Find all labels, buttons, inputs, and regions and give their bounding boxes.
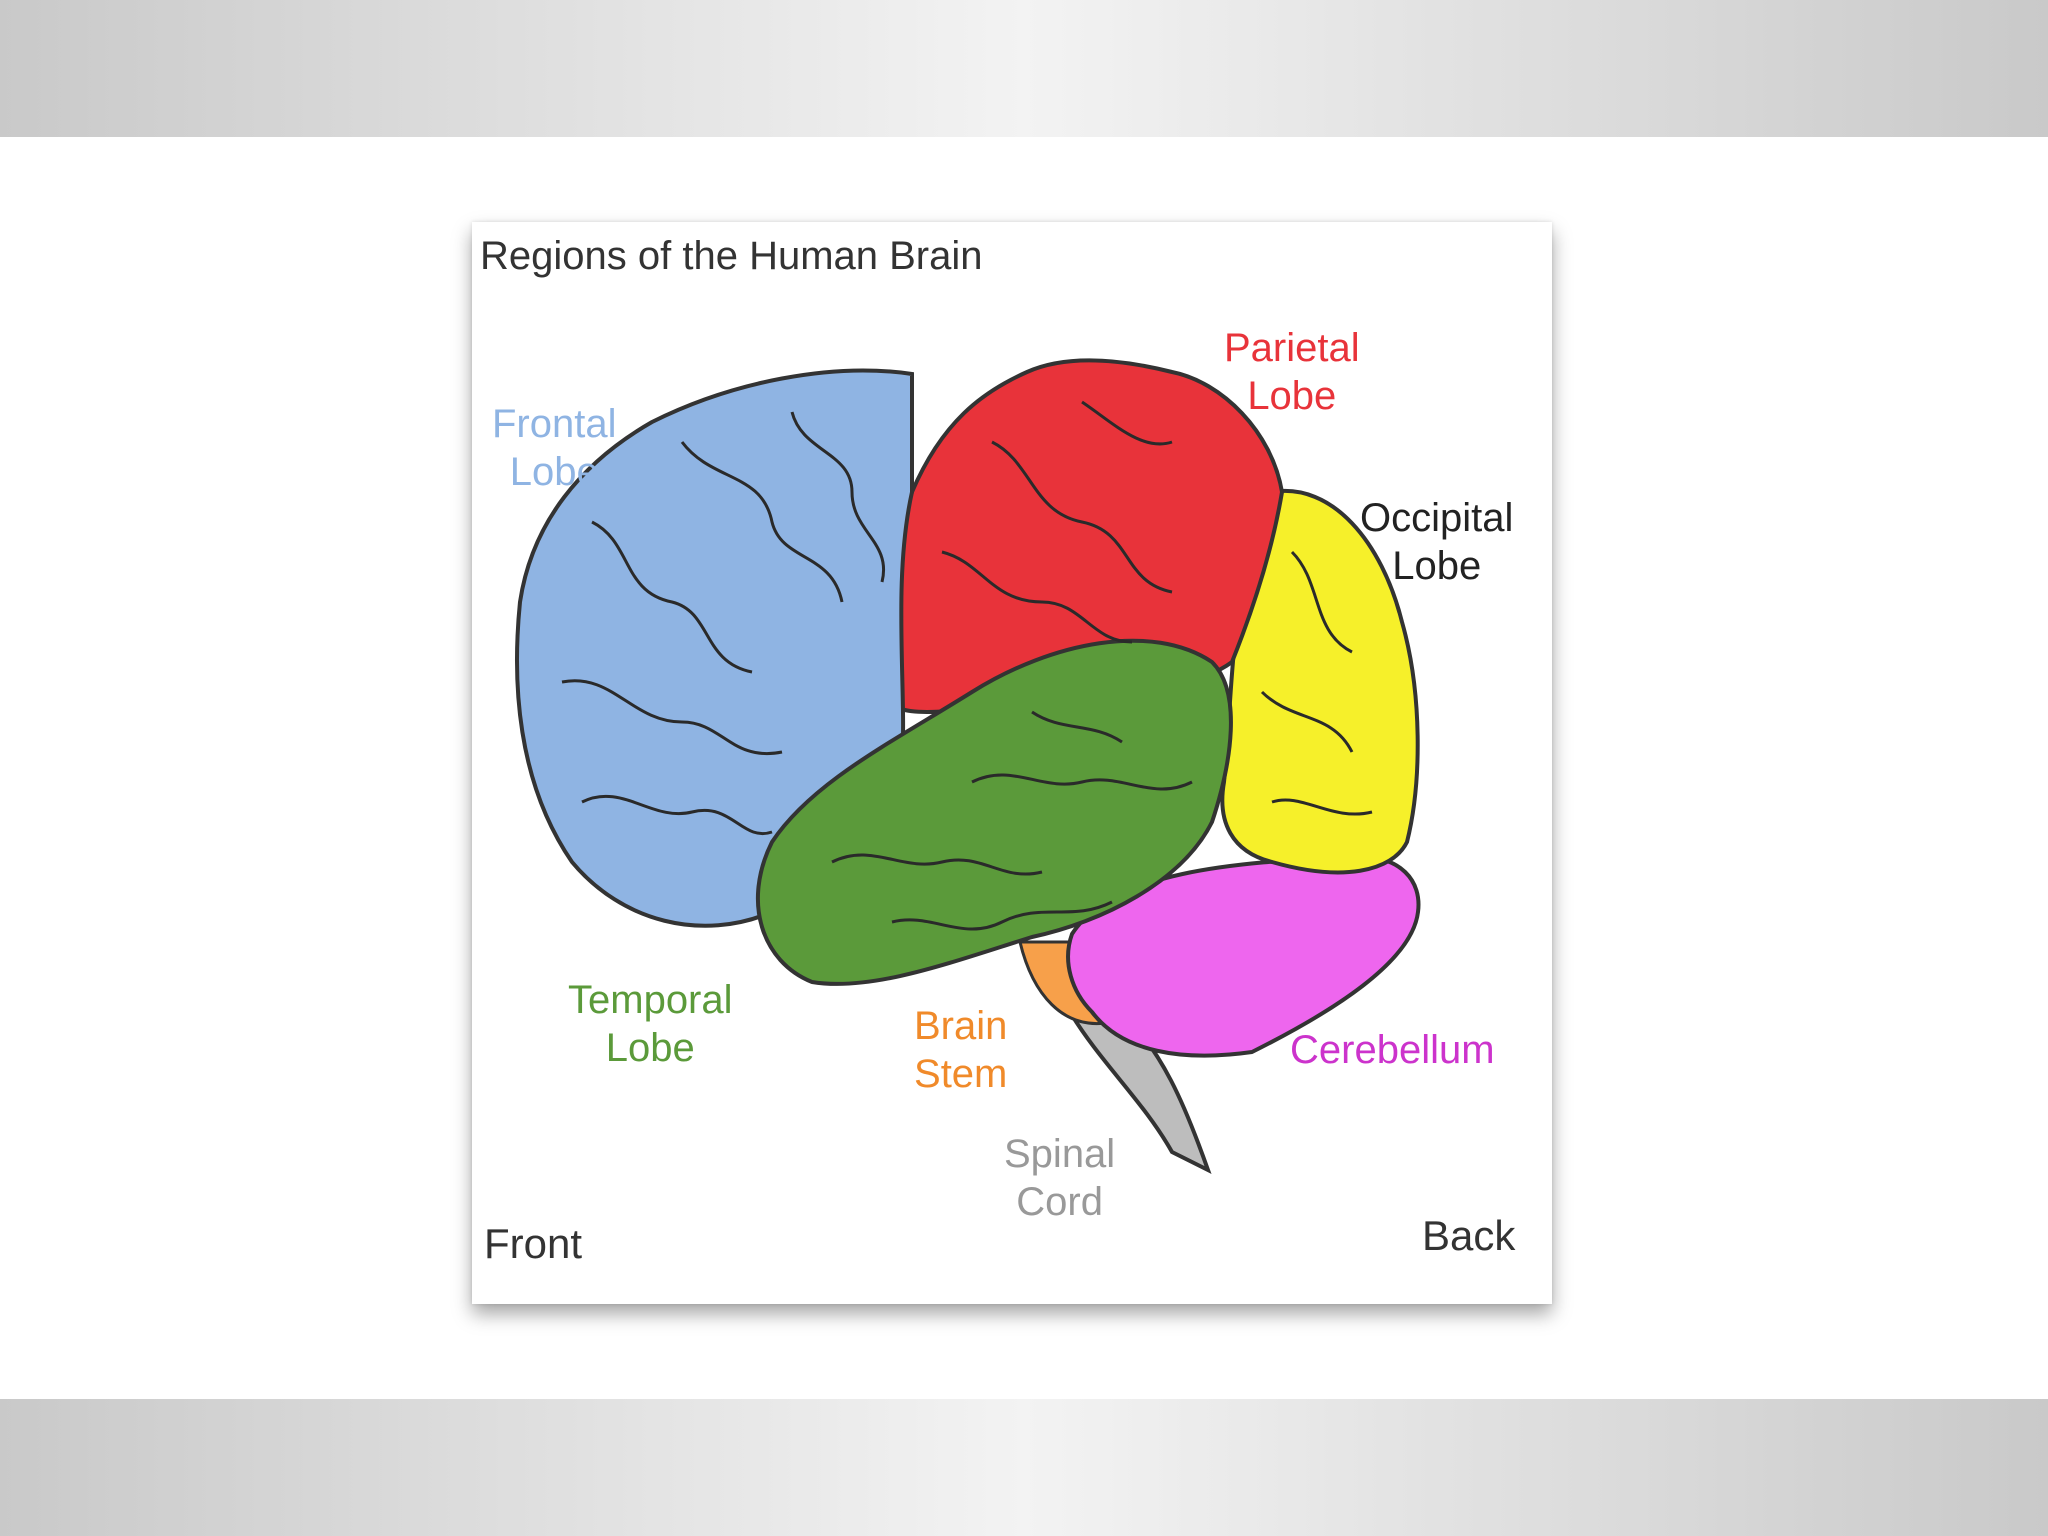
orientation-front-label: Front xyxy=(484,1220,583,1267)
label-cerebellum: Cerebellum xyxy=(1290,1028,1495,1072)
label-spinal-cord: Spinal Cord xyxy=(1004,1132,1116,1224)
bottom-gradient-band xyxy=(0,1399,2048,1536)
cerebellum-shape xyxy=(1066,854,1421,1058)
diagram-title: Regions of the Human Brain xyxy=(480,234,983,278)
brain-sulci-lines xyxy=(561,400,1373,931)
brain-illustration xyxy=(514,358,1421,1175)
label-brain-stem: Brain Stem xyxy=(914,1004,1008,1096)
brain-diagram-card: Regions of the Human Brain Frontal Lobe … xyxy=(472,222,1552,1304)
orientation-back-label: Back xyxy=(1422,1212,1516,1259)
label-temporal-lobe: Temporal Lobe xyxy=(568,978,733,1070)
temporal-lobe-shape xyxy=(756,638,1233,986)
top-gradient-band xyxy=(0,0,2048,137)
label-parietal-lobe: Parietal Lobe xyxy=(1224,326,1360,418)
label-occipital-lobe: Occipital Lobe xyxy=(1360,496,1514,588)
label-frontal-lobe: Frontal Lobe xyxy=(492,402,617,494)
